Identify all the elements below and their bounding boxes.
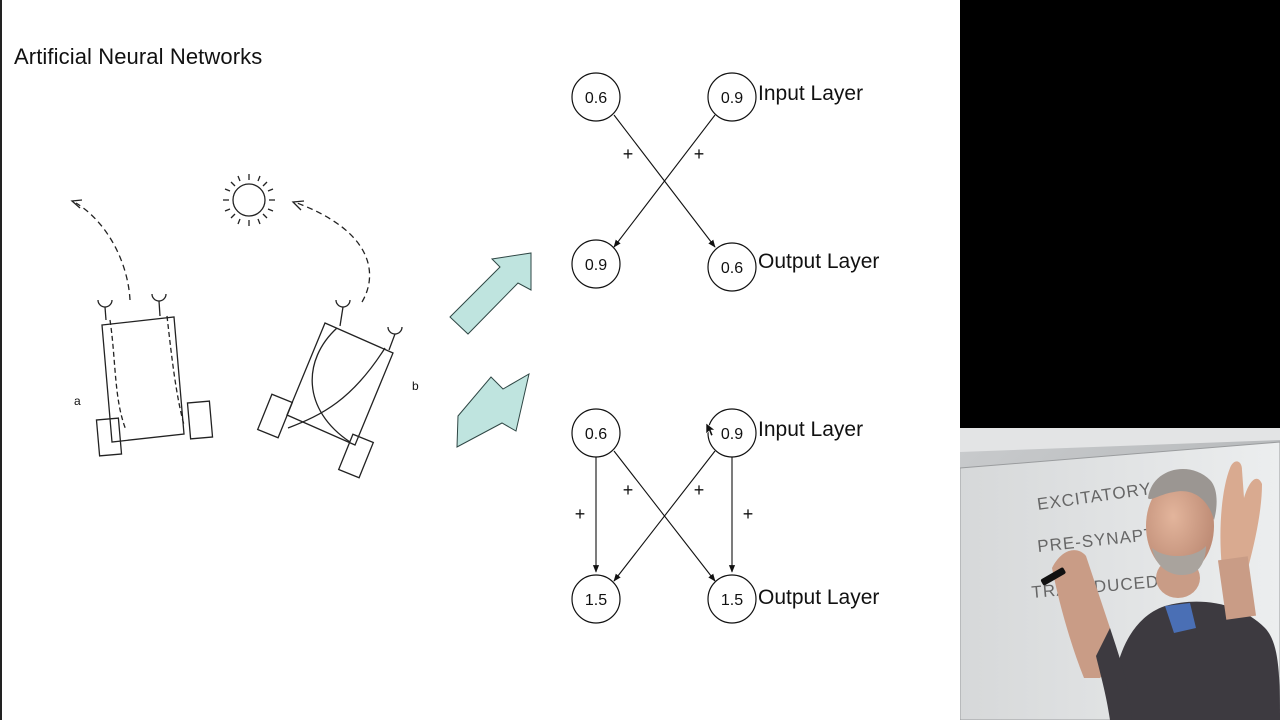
input-layer-label: Input Layer	[758, 418, 863, 441]
webcam-feed: EXCITATORY PRE-SYNAPTIC TRANSDUCED	[960, 428, 1280, 720]
weight-sign: +	[694, 144, 705, 164]
output-layer-label: Output Layer	[758, 250, 879, 273]
presenter-hand	[1220, 461, 1262, 568]
network-top: 0.6 0.9 0.9 0.6 + + Input Layer Output L…	[571, 72, 879, 292]
vehicle-b-icon	[256, 200, 403, 479]
arrow-down-right-icon	[456, 372, 530, 448]
slide: Artificial Neural Networks	[0, 0, 960, 720]
output-node: 1.5	[707, 574, 757, 624]
svg-text:1.5: 1.5	[585, 592, 607, 609]
network-bottom: 0.6 0.9 1.5 1.5 + + + + Input Layer Outp…	[571, 408, 879, 624]
vehicle-b-label: b	[412, 379, 419, 393]
input-node: 0.6	[571, 72, 621, 122]
output-layer-label: Output Layer	[758, 586, 879, 609]
input-node: 0.9	[707, 408, 757, 458]
svg-text:0.6: 0.6	[585, 90, 607, 107]
output-node: 1.5	[571, 574, 621, 624]
presenter-body	[1110, 601, 1280, 720]
input-node: 0.9	[707, 72, 757, 122]
input-layer-label: Input Layer	[758, 82, 863, 105]
weight-sign: +	[575, 504, 586, 524]
marker-icon	[1040, 567, 1066, 586]
sun-icon	[223, 174, 275, 226]
weight-sign: +	[694, 480, 705, 500]
arrow-up-right-icon	[449, 252, 532, 335]
weight-sign: +	[623, 144, 634, 164]
svg-text:0.6: 0.6	[585, 426, 607, 443]
output-node: 0.6	[707, 242, 757, 292]
presenter-head	[1146, 478, 1214, 574]
braitenberg-vehicles	[70, 174, 403, 479]
svg-text:1.5: 1.5	[721, 592, 743, 609]
weight-sign: +	[743, 504, 754, 524]
cursor-icon	[705, 422, 716, 437]
vehicle-a-label: a	[74, 394, 81, 408]
weight-sign: +	[623, 480, 634, 500]
svg-text:0.9: 0.9	[721, 90, 743, 107]
svg-text:0.6: 0.6	[721, 260, 743, 277]
output-node: 0.9	[571, 239, 621, 289]
input-node: 0.6	[571, 408, 621, 458]
slide-title: Artificial Neural Networks	[14, 44, 263, 69]
diagram-canvas: a b 0.6 0.9 0.9 0.6 +	[70, 72, 879, 624]
svg-text:0.9: 0.9	[721, 426, 743, 443]
svg-text:0.9: 0.9	[585, 257, 607, 274]
vehicle-a-icon	[70, 199, 214, 457]
webcam-image: EXCITATORY PRE-SYNAPTIC TRANSDUCED	[960, 428, 1280, 720]
